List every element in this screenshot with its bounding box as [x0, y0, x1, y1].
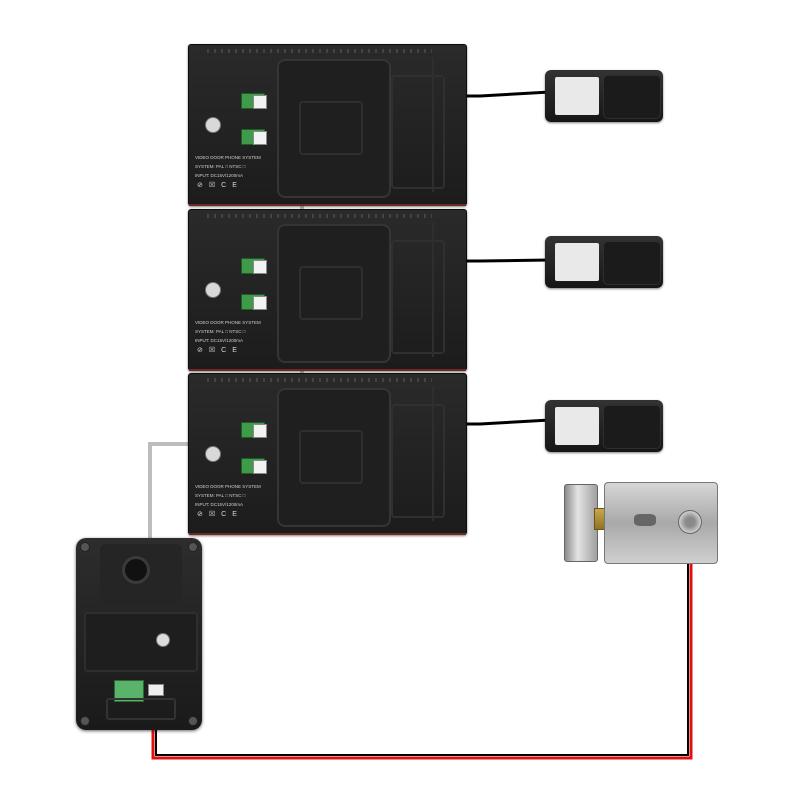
- speaker-panel: [84, 612, 198, 672]
- lock-badge: [634, 514, 656, 526]
- power-adapter-icon: [603, 405, 661, 449]
- signal-plug: [253, 460, 267, 474]
- spec-system: SYSTEM: PAL □ NTSC □: [195, 164, 246, 169]
- wall-mount-plate: [277, 388, 391, 527]
- side-strip: [432, 57, 456, 192]
- power-plug: [253, 95, 267, 109]
- camera-lens-icon: [122, 556, 150, 584]
- back-panel: [391, 404, 445, 518]
- power-adapter-icon: [603, 241, 661, 285]
- outdoor-camera-unit: [76, 538, 202, 730]
- vent-row: [207, 214, 432, 218]
- indoor-monitor-1: VIDEO DOOR PHONE SYSTEM SYSTEM: PAL □ NT…: [188, 44, 467, 206]
- vent-row: [207, 49, 432, 53]
- adapter-label: [555, 77, 599, 115]
- indoor-monitor-3: VIDEO DOOR PHONE SYSTEM SYSTEM: PAL □ NT…: [188, 373, 467, 535]
- power-adapter-2: [545, 236, 663, 288]
- spec-title: VIDEO DOOR PHONE SYSTEM: [195, 155, 261, 160]
- signal-plug: [253, 296, 267, 310]
- spec-title: VIDEO DOOR PHONE SYSTEM: [195, 484, 261, 489]
- adapter-label: [555, 243, 599, 281]
- spec-label: VIDEO DOOR PHONE SYSTEM SYSTEM: PAL □ NT…: [195, 153, 271, 193]
- wall-mount-plate: [277, 224, 391, 363]
- lock-cable-black: [155, 560, 689, 756]
- wall-mount-plate: [277, 59, 391, 198]
- outdoor-slot: [106, 698, 176, 720]
- spec-system: SYSTEM: PAL □ NTSC □: [195, 493, 246, 498]
- lock-cable-red: [151, 560, 693, 760]
- side-strip: [432, 386, 456, 521]
- spec-label: VIDEO DOOR PHONE SYSTEM SYSTEM: PAL □ NT…: [195, 482, 271, 522]
- electric-lock: [560, 478, 720, 564]
- adapter-label: [555, 407, 599, 445]
- side-strip: [432, 222, 456, 357]
- power-plug: [253, 424, 267, 438]
- outdoor-plug: [148, 684, 164, 696]
- power-adapter-icon: [603, 75, 661, 119]
- lock-cylinder-icon: [678, 510, 702, 534]
- indoor-monitor-2: VIDEO DOOR PHONE SYSTEM SYSTEM: PAL □ NT…: [188, 209, 467, 371]
- back-panel: [391, 75, 445, 189]
- spec-input: INPUT: DC15V/1200mA: [195, 502, 244, 507]
- spec-system: SYSTEM: PAL □ NTSC □: [195, 329, 246, 334]
- spec-title: VIDEO DOOR PHONE SYSTEM: [195, 320, 261, 325]
- power-plug: [253, 260, 267, 274]
- certification-icons: ⊘☒CE: [197, 347, 243, 354]
- spec-input: INPUT: DC15V/1200mA: [195, 338, 244, 343]
- unlock-button-icon: [205, 282, 221, 298]
- certification-icons: ⊘☒CE: [197, 511, 243, 518]
- outdoor-pcb: [114, 680, 144, 702]
- power-adapter-1: [545, 70, 663, 122]
- certification-icons: ⊘☒CE: [197, 182, 243, 189]
- vent-row: [207, 378, 432, 382]
- power-adapter-3: [545, 400, 663, 452]
- spec-label: VIDEO DOOR PHONE SYSTEM SYSTEM: PAL □ NT…: [195, 318, 271, 358]
- spec-input: INPUT: DC15V/1200mA: [195, 173, 244, 178]
- unlock-button-icon: [205, 117, 221, 133]
- signal-plug: [253, 131, 267, 145]
- unlock-button-icon: [205, 446, 221, 462]
- back-panel: [391, 240, 445, 354]
- call-button-icon: [156, 633, 170, 647]
- lock-faceplate: [564, 484, 598, 562]
